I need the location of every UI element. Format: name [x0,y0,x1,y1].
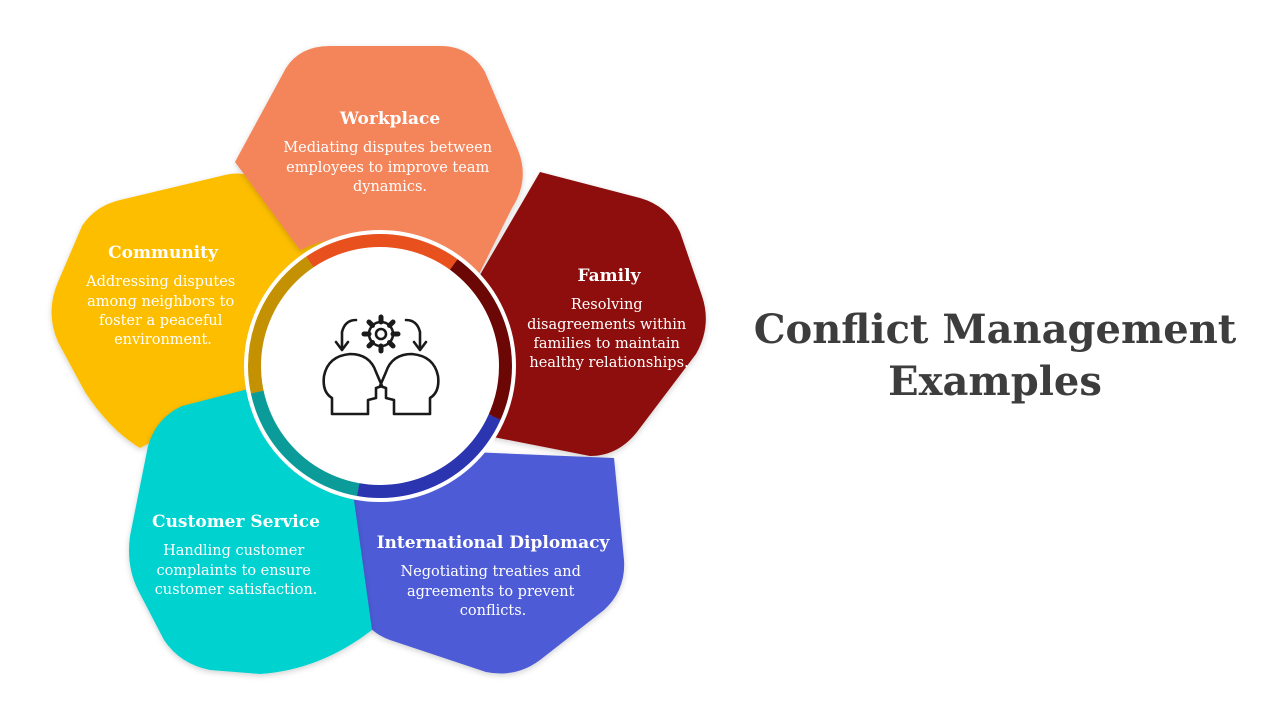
petal-customer-service-shape [129,384,372,674]
petal-family-shape [470,172,706,456]
ring-arc-community [246,254,315,394]
page-title-line-1: Conflict Management [753,306,1237,353]
ring-arc-family [449,257,514,421]
gear-tooth [386,339,396,349]
petal-family[interactable] [470,172,706,456]
petal-texts: Workplace Mediating disputes between emp… [85,109,691,619]
petal-workplace-shape [235,46,523,292]
petal-workplace[interactable] [235,46,523,292]
ring-arc-workplace [305,232,459,271]
segment-desc-family: Resolving disagreements within families … [527,297,691,371]
segment-title-international-diplomacy: International Diplomacy [377,533,611,553]
petal-international-diplomacy-shape [345,452,625,674]
page-title: Conflict Management Examples [740,304,1250,408]
gear-tooth [366,319,376,329]
segment-desc-community: Addressing disputes among neighbors to f… [85,274,240,348]
gear-tooth [366,339,376,349]
ring-arc-international-diplomacy [356,413,503,500]
petal-international-diplomacy[interactable] [345,452,625,674]
page-title-line-2: Examples [888,358,1102,405]
segment-desc-customer-service: Handling customer complaints to ensure c… [155,543,318,598]
inner-ring [246,232,514,500]
petal-community[interactable] [51,173,331,448]
center-ring-outline [244,230,516,502]
segment-desc-workplace: Mediating disputes between employees to … [283,140,496,195]
petals [51,46,706,674]
segment-title-workplace: Workplace [339,109,440,129]
segment-title-community: Community [108,243,219,263]
segment-title-family: Family [578,266,642,286]
petal-community-shape [51,173,330,448]
segment-title-customer-service: Customer Service [152,512,320,532]
gear-tooth [386,319,396,329]
segment-desc-international-diplomacy: Negotiating treaties and agreements to p… [400,564,585,619]
two-heads-gear-icon [322,314,440,416]
petal-customer-service[interactable] [129,384,372,674]
center-circle [261,247,499,485]
ring-arc-customer-service [248,390,360,498]
